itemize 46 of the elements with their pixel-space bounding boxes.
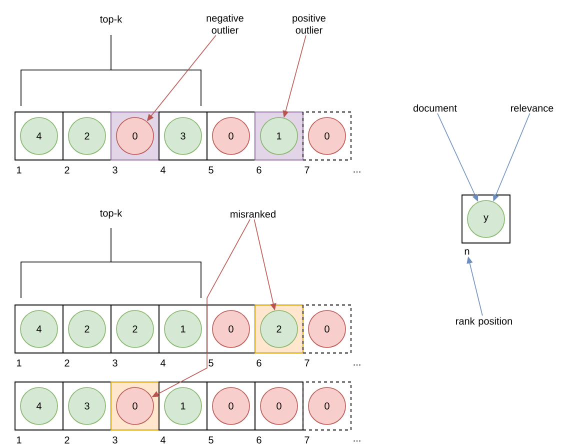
rank-cell — [254, 382, 304, 430]
rank-number: 6 — [256, 166, 262, 174]
rank-number: 1 — [17, 166, 22, 174]
bracket-label: top-k — [100, 15, 122, 25]
rank-number: 3 — [112, 359, 118, 367]
rank-cell — [206, 382, 256, 430]
callout-text: document — [413, 104, 457, 112]
rank-number: 5 — [208, 436, 214, 444]
rank-number: 2 — [64, 166, 70, 174]
ellipsis: ... — [354, 364, 360, 366]
callout-text: positive outlier — [292, 14, 326, 34]
rank-number: 4 — [160, 360, 166, 366]
rank-number: 5 — [208, 166, 214, 174]
rank-number: 1 — [17, 360, 22, 366]
rank-number: 4 — [160, 166, 166, 174]
rank-cell — [158, 112, 208, 160]
rank-number: 3 — [112, 166, 118, 174]
rank-cell — [62, 304, 112, 354]
callout-text: n — [464, 249, 470, 255]
rank-cell — [302, 304, 352, 354]
rank-number: 2 — [64, 436, 70, 444]
rank-number: 5 — [208, 360, 214, 366]
rank-number: 7 — [304, 360, 310, 366]
callout-text: relevance — [510, 104, 554, 112]
rank-cell — [14, 112, 64, 160]
ellipsis: ... — [354, 171, 360, 173]
rank-number: 4 — [160, 436, 166, 444]
callout-text: rank position — [456, 317, 512, 327]
rank-number: 6 — [256, 359, 262, 367]
rank-cell — [110, 304, 160, 354]
rank-number: 2 — [64, 360, 70, 366]
callout-text: misranked — [230, 210, 276, 218]
rank-number: 1 — [17, 436, 22, 444]
rank-cell — [14, 382, 64, 430]
rank-cell — [462, 194, 510, 244]
ellipsis: ... — [354, 440, 360, 442]
rank-cell — [158, 382, 208, 430]
rank-number: 3 — [112, 436, 118, 444]
rank-number: 7 — [304, 166, 310, 174]
rank-number: 7 — [304, 436, 310, 444]
rank-cell — [14, 304, 64, 354]
rank-number: 6 — [256, 436, 262, 444]
rank-cell — [302, 112, 352, 160]
bracket-label: top-k — [100, 209, 122, 219]
callout-text: negative outlier — [206, 14, 244, 34]
rank-cell — [302, 382, 352, 430]
